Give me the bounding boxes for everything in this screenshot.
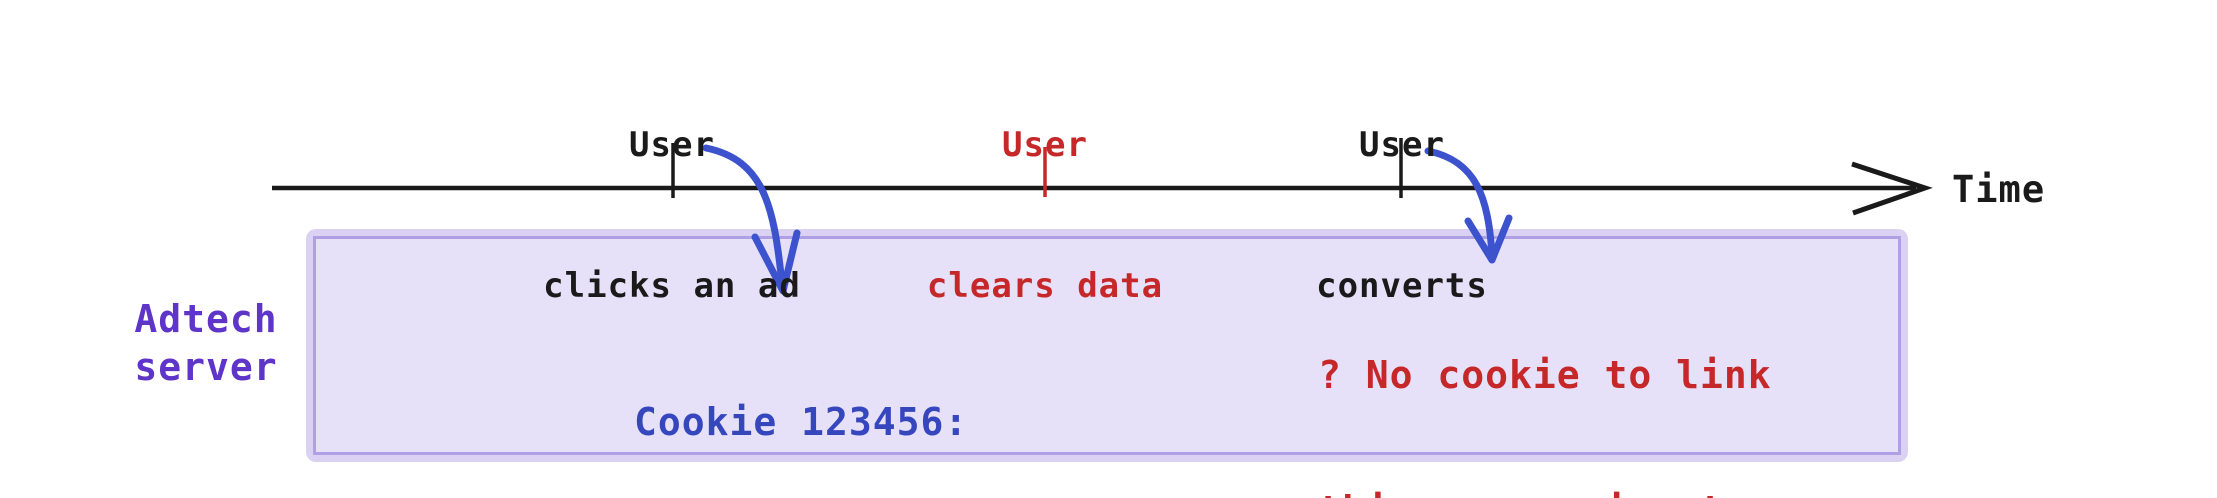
cookie-recorded-note: Cookie 123456: Ad clicked xyxy=(634,305,968,498)
event-label-line: User xyxy=(1359,125,1445,165)
event-label-line: clears data xyxy=(926,266,1164,306)
server-label-line: server xyxy=(134,345,278,389)
curved-arrow-convert-icon xyxy=(1424,147,1513,264)
event-label-user-clears: User clears data xyxy=(815,28,1275,404)
adtech-server-label: Adtech server xyxy=(56,295,356,391)
curved-arrow-click-icon xyxy=(702,144,801,295)
adtech-server-box xyxy=(306,229,1908,462)
event-label-line: converts xyxy=(1316,266,1488,306)
no-cookie-note: ? No cookie to link this conversion to ⇒… xyxy=(1318,263,1772,498)
time-axis-label: Time xyxy=(1952,168,2046,211)
event-label-line: User xyxy=(629,125,715,165)
event-label-user-clicks: User clicks an ad xyxy=(442,28,902,404)
server-label-line: Adtech xyxy=(134,297,278,341)
adtech-server-box-inner xyxy=(313,236,1901,455)
note-line: Cookie 123456: xyxy=(634,400,969,444)
note-line: this conversion to xyxy=(1318,488,1772,498)
timeline-arrowhead-icon xyxy=(1851,161,1933,216)
note-line: ? No cookie to link xyxy=(1318,353,1772,397)
event-label-user-converts: User converts xyxy=(1172,28,1632,404)
event-label-line: clicks an ad xyxy=(543,266,801,306)
event-label-line: User xyxy=(1002,125,1088,165)
